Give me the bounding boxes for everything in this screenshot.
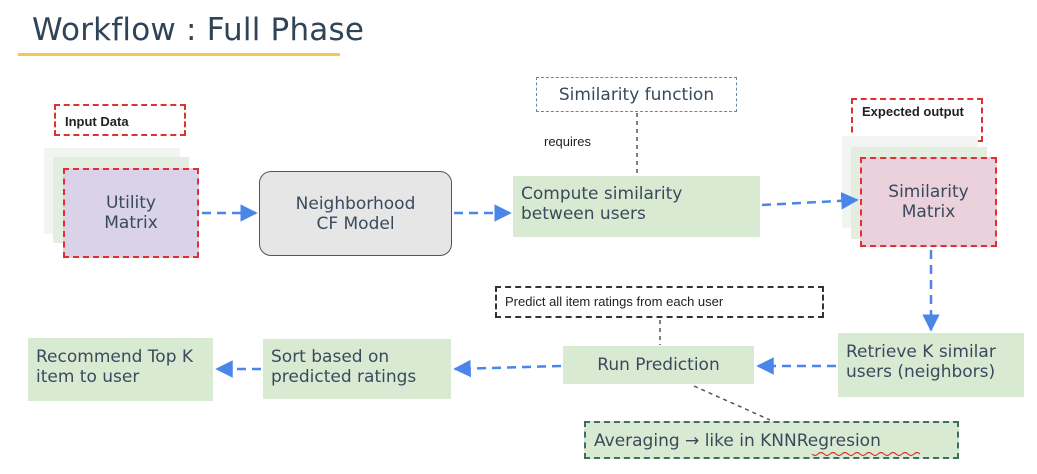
input-data-label: Input Data (54, 104, 186, 136)
arrow-compute-to-matrix (761, 192, 859, 210)
run-prediction-box: Run Prediction (563, 346, 754, 384)
title-underline (18, 53, 340, 56)
connector-run-to-averaging (693, 385, 771, 421)
requires-label: requires (544, 134, 591, 149)
page-title: Workflow : Full Phase (32, 12, 365, 48)
predict-all-box: Predict all item ratings from each user (495, 286, 824, 318)
similarity-matrix-box: Similarity Matrix (860, 157, 997, 247)
cf-model-box: Neighborhood CF Model (259, 171, 452, 256)
arrow-predict-to-sort (453, 359, 562, 378)
compute-similarity-box: Compute similarity between users (513, 176, 760, 237)
retrieve-k-box: Retrieve K similar users (neighbors) (838, 333, 1024, 397)
recommend-top-box: Recommend Top K item to user (28, 338, 213, 401)
averaging-box: Averaging → like in KNNRegresion (584, 421, 959, 459)
utility-matrix-box: Utility Matrix (63, 168, 199, 258)
sort-based-box: Sort based on predicted ratings (263, 339, 451, 399)
similarity-function-box: Similarity function (536, 77, 737, 112)
spellcheck-squiggle (811, 451, 921, 457)
